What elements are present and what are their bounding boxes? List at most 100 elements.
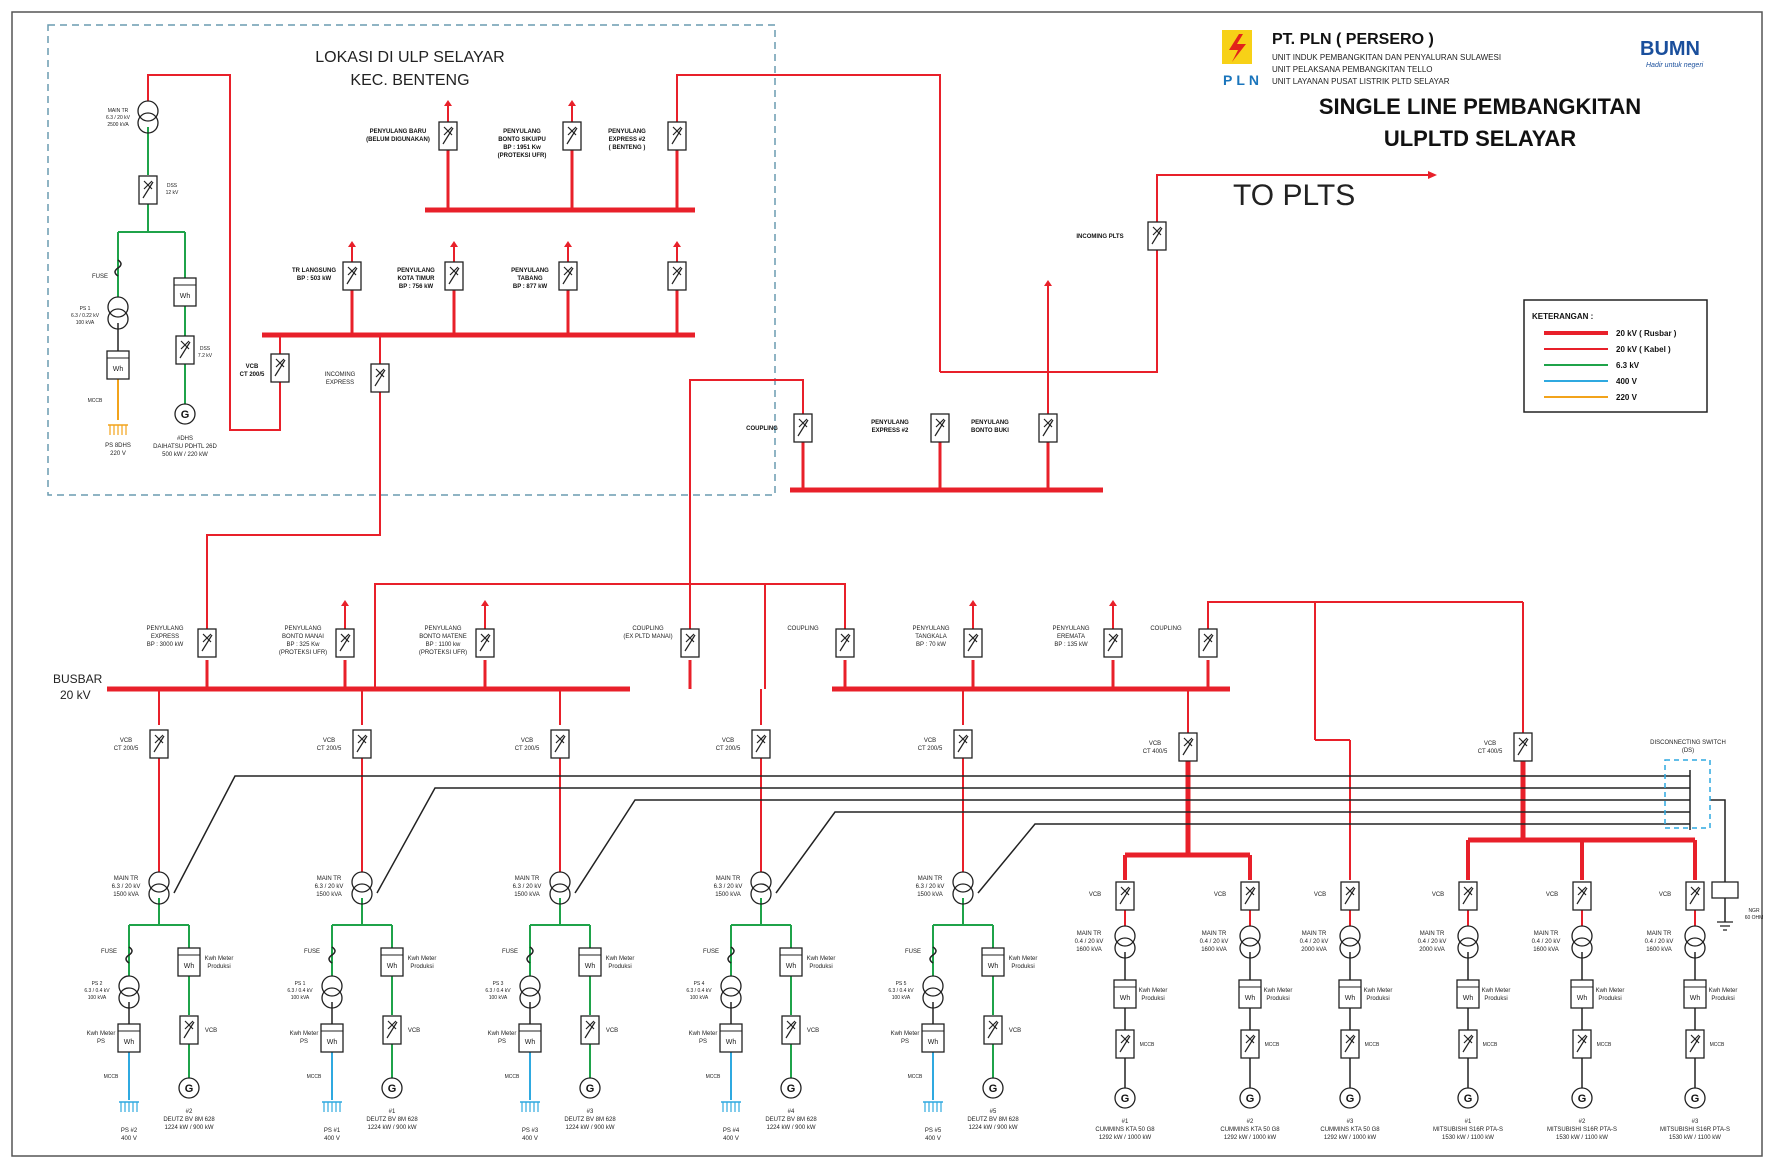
cable-express2 [676, 74, 941, 372]
right-unit-tr-label-0: 0.4 / 20 kV [1075, 939, 1104, 945]
vcb-top-label: VCB [246, 364, 259, 370]
feeder-20kv-breaker-6 [1103, 628, 1123, 658]
breaker-contact [339, 634, 351, 652]
symbols-layer: WhWhGWhWhGWhWhGWhWhGWhWhGWhWhGWhGWhGWhGW… [106, 100, 1739, 1112]
cable-span-1 [374, 583, 766, 689]
breaker-contact [797, 419, 809, 437]
feeder-20kv-label-1: PENYULANG [284, 626, 321, 632]
generator-circle [1339, 1087, 1361, 1109]
right-unit-kwh-label-2: Produksi [1366, 996, 1389, 1002]
unit-gen-label-0: #2 [186, 1109, 193, 1115]
right-unit-kwh-label-5: Kwh Meter [1709, 988, 1738, 994]
feeder-20kv-label-5: PENYULANG [912, 626, 949, 632]
unit-gen-vcb-2 [580, 1015, 600, 1045]
right-unit-kwh-label-5: Produksi [1711, 996, 1734, 1002]
feeder-upper-arrow-0 [444, 100, 452, 106]
unit-main-tr-4 [952, 871, 974, 905]
breaker-contact [1244, 1035, 1256, 1053]
generator-circle [579, 1077, 601, 1099]
bumn-label: BUMN [1640, 38, 1700, 60]
right-unit-tr-label-3: MAIN TR [1420, 931, 1445, 937]
breaker-cross [1120, 1034, 1130, 1044]
feeder-20kv-breaker-7 [1198, 628, 1218, 658]
unit-main-tr-3 [750, 871, 772, 905]
transformer-winding-1 [148, 871, 170, 893]
kwh-meter-box [1338, 979, 1362, 1009]
right-unit-tr-4 [1571, 925, 1593, 959]
feeder-main-breaker-3 [667, 261, 687, 291]
top-mccb-label: MCCB [88, 398, 103, 404]
breaker-contact [562, 267, 574, 285]
right-unit-mccb-label-0: MCCB [1140, 1042, 1155, 1048]
feeder-20kv-arrow-2 [481, 600, 489, 606]
unit-kwhps-label-1: Kwh Meter [290, 1031, 319, 1037]
breaker-contact [684, 634, 696, 652]
breaker-cross [1345, 886, 1355, 896]
transformer-winding-1 [321, 975, 343, 997]
unit-kwhps-label-4: PS [901, 1039, 909, 1045]
right-unit-gen-label-2: 1292 kW / 1000 kW [1324, 1135, 1377, 1141]
feeder-20kv-label-0: EXPRESS [151, 634, 179, 640]
feeder-main-arrow-1 [450, 241, 458, 247]
breaker-contact [554, 735, 566, 753]
feeder-20kv-label-1: BONTO MANAI [282, 634, 324, 640]
kwh-meter-box [380, 947, 404, 977]
transformer-winding-1 [1457, 925, 1479, 947]
feeder-main-label-2: PENYULANG [511, 268, 549, 274]
location-box [47, 24, 776, 496]
breaker-cross [449, 266, 459, 276]
breaker-cross [672, 266, 682, 276]
busbar-label-1: BUSBAR [53, 672, 103, 686]
right-unit-tr-label-5: 1600 kVA [1646, 947, 1672, 953]
feeder-20kv-label-2: BONTO MATENE [419, 634, 466, 640]
cable-top-main-tr [147, 74, 281, 431]
feeder-20kv-label-1: (PROTEKSI UFR) [279, 650, 327, 656]
transformer-winding-1 [519, 975, 541, 997]
generator-letter: G [181, 409, 190, 421]
feeder-main-label-1: KOTA TIMUR [398, 276, 436, 282]
unit-generator-2: G [579, 1077, 601, 1099]
right-unit-vcb-3 [1458, 881, 1478, 911]
transformer-winding-2 [549, 883, 571, 905]
feeder-20kv-label-2: BP : 1100 kw [426, 642, 461, 648]
unit-vcb-label-1: VCB [323, 738, 335, 744]
generator-letter: G [1121, 1093, 1130, 1105]
unit-vcb-label-1: CT 200/5 [317, 746, 342, 752]
feeder-main-label-2: TABANG [517, 276, 543, 282]
unit-ps-kwh-0: Wh [117, 1023, 141, 1053]
top-main-tr-label: MAIN TR [108, 108, 129, 114]
breaker-contact [1182, 738, 1194, 756]
top-dss2-label: DSS [200, 346, 211, 352]
unit-fuse-label-4: FUSE [905, 949, 921, 955]
generator-letter: G [1578, 1093, 1587, 1105]
unit-ps-tr-1 [321, 975, 343, 1009]
transformer-winding-2 [519, 987, 541, 1009]
unit-400-ground-4 [923, 1101, 943, 1112]
feeder-20kv-breaker-2 [475, 628, 495, 658]
breaker-contact [1119, 1035, 1131, 1053]
pexp2b-breaker [930, 413, 950, 443]
breaker-cross [357, 734, 367, 744]
kwh-meter-text: Wh [1345, 995, 1356, 1002]
neutral-line-2 [574, 799, 1690, 894]
kwh-meter-box [578, 947, 602, 977]
bumn-tagline: Hadir untuk negeri [1646, 62, 1704, 69]
right-unit-gen-label-5: MITSUBISHI S16R PTA-S [1660, 1127, 1730, 1133]
unit-ps-label-3: 100 kVA [690, 995, 709, 1001]
cummins-vcb-label: CT 400/5 [1143, 749, 1168, 755]
neutral-line-0 [173, 775, 1690, 894]
unit-vcb-label-4: CT 200/5 [918, 746, 943, 752]
unit-main-tr-label-0: MAIN TR [114, 876, 139, 882]
breaker-cross [968, 633, 978, 643]
cable-to-plts [1156, 174, 1430, 222]
transformer-winding-2 [1457, 937, 1479, 959]
unit-kwhps-label-3: Kwh Meter [689, 1031, 718, 1037]
breaker-cross [958, 734, 968, 744]
transformer-winding-1 [118, 975, 140, 997]
disconnecting-switch-label: DISCONNECTING SWITCH [1650, 740, 1726, 746]
right-unit-gen-label-2: #3 [1347, 1119, 1354, 1125]
right-unit-kwh-label-1: Kwh Meter [1264, 988, 1293, 994]
feeder-20kv-label-3: COUPLING [632, 626, 664, 632]
breaker-contact [1344, 1035, 1356, 1053]
